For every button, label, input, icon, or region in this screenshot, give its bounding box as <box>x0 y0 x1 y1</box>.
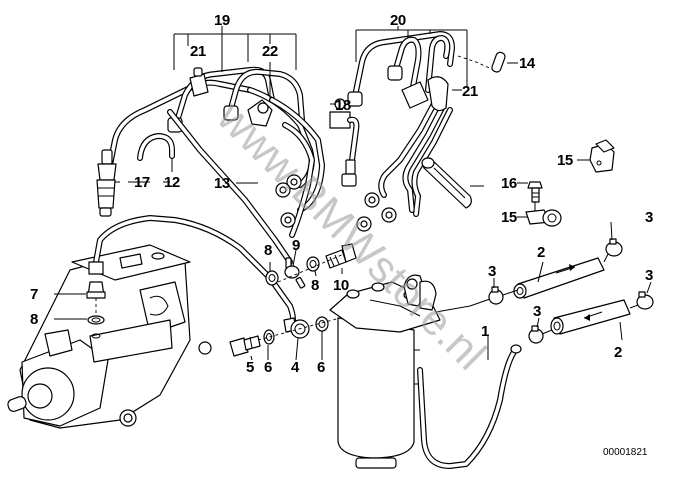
callout-5[interactable]: 5 <box>246 359 255 376</box>
callout-12[interactable]: 14 <box>519 55 536 72</box>
callout-10[interactable]: 10 <box>333 277 349 294</box>
banjo-fitting-4[interactable] <box>283 317 310 339</box>
callout-11-line[interactable]: 13 <box>214 175 230 192</box>
hose-clamp-3-d[interactable] <box>636 291 654 310</box>
callout-6-right[interactable]: 6 <box>317 359 326 376</box>
hose-clamp-3-b[interactable] <box>605 238 623 257</box>
callout-13[interactable]: 15 <box>557 152 573 169</box>
callout-6-left[interactable]: 6 <box>264 359 273 376</box>
callout-2-upper[interactable]: 2 <box>537 244 546 261</box>
reference-number: 00001821 <box>603 447 648 458</box>
callout-18[interactable]: 19 <box>214 12 230 29</box>
injection-pump[interactable] <box>6 244 212 429</box>
callout-7[interactable]: 7 <box>30 286 39 303</box>
callout-16[interactable]: 17 <box>134 174 150 191</box>
assembly-axis <box>469 253 639 335</box>
injection-lines-19[interactable] <box>347 31 455 232</box>
callout-3-b[interactable]: 3 <box>645 267 654 284</box>
leader-lines <box>54 26 652 361</box>
hose-2-upper[interactable] <box>513 257 605 299</box>
callout-20[interactable]: 21 <box>190 43 206 60</box>
screw-15[interactable] <box>527 181 543 203</box>
leak-off-pipe[interactable] <box>93 215 296 329</box>
clip-13[interactable] <box>589 139 615 173</box>
line-clamp-21-left[interactable] <box>247 99 273 127</box>
callout-8-right[interactable]: 8 <box>311 277 320 294</box>
connector-fitting-7[interactable] <box>86 261 106 318</box>
banjo-bolt-17[interactable] <box>329 98 360 187</box>
line-clamp-20[interactable] <box>189 67 209 97</box>
line-nut <box>223 105 239 121</box>
fuel-hose-1[interactable] <box>417 344 522 469</box>
callout-17[interactable]: 18 <box>335 97 351 114</box>
callout-19[interactable]: 20 <box>390 12 406 29</box>
callout-14[interactable]: 15 <box>501 209 517 226</box>
sealing-ring-6-left[interactable] <box>263 329 275 345</box>
line-nut <box>347 91 363 107</box>
hose-clamp-3-a[interactable] <box>488 286 504 305</box>
hose-clamp-3-c[interactable] <box>528 325 544 344</box>
hose-2-lower[interactable] <box>550 299 631 335</box>
callout-21-right[interactable]: 21 <box>462 83 478 100</box>
line-clamp-21-right[interactable] <box>401 76 449 112</box>
holder-14[interactable] <box>525 202 562 227</box>
leak-off-hose-11[interactable] <box>137 133 175 161</box>
callout-9[interactable]: 9 <box>292 237 301 254</box>
assembly-axis <box>435 305 471 313</box>
callout-3-d[interactable]: 3 <box>645 209 654 226</box>
callout-4[interactable]: 4 <box>291 359 301 376</box>
callout-8-pump[interactable]: 8 <box>30 311 39 328</box>
hollow-bolt-10[interactable] <box>325 243 357 269</box>
hollow-bolt-5[interactable] <box>229 335 261 357</box>
fuel-line-11[interactable] <box>167 109 293 265</box>
callout-15[interactable]: 16 <box>501 175 517 192</box>
sealing-ring-8-right[interactable] <box>306 256 320 272</box>
sleeve-12[interactable] <box>457 51 506 73</box>
t-connector-9[interactable] <box>284 257 306 289</box>
assembly-axis <box>257 317 341 341</box>
line-nut <box>387 65 403 81</box>
callout-3-c[interactable]: 3 <box>533 303 542 320</box>
callout-2-lower[interactable]: 2 <box>614 344 623 361</box>
callouts: 19 21 22 20 21 14 18 17 12 13 15 16 15 8… <box>30 12 654 376</box>
callout-3-a[interactable]: 3 <box>488 263 497 280</box>
damper-sleeve-22[interactable] <box>421 157 472 209</box>
fuel-filter[interactable] <box>329 274 441 469</box>
callout-8-left[interactable]: 8 <box>264 242 273 259</box>
callout-11-hose[interactable]: 12 <box>164 174 180 191</box>
injection-nozzle-16[interactable] <box>96 149 117 217</box>
callout-21-left[interactable]: 22 <box>262 43 278 60</box>
callout-1[interactable]: 1 <box>481 323 490 340</box>
sealing-ring-8-left[interactable] <box>265 270 279 286</box>
sealing-ring-8-pump[interactable] <box>87 315 105 339</box>
